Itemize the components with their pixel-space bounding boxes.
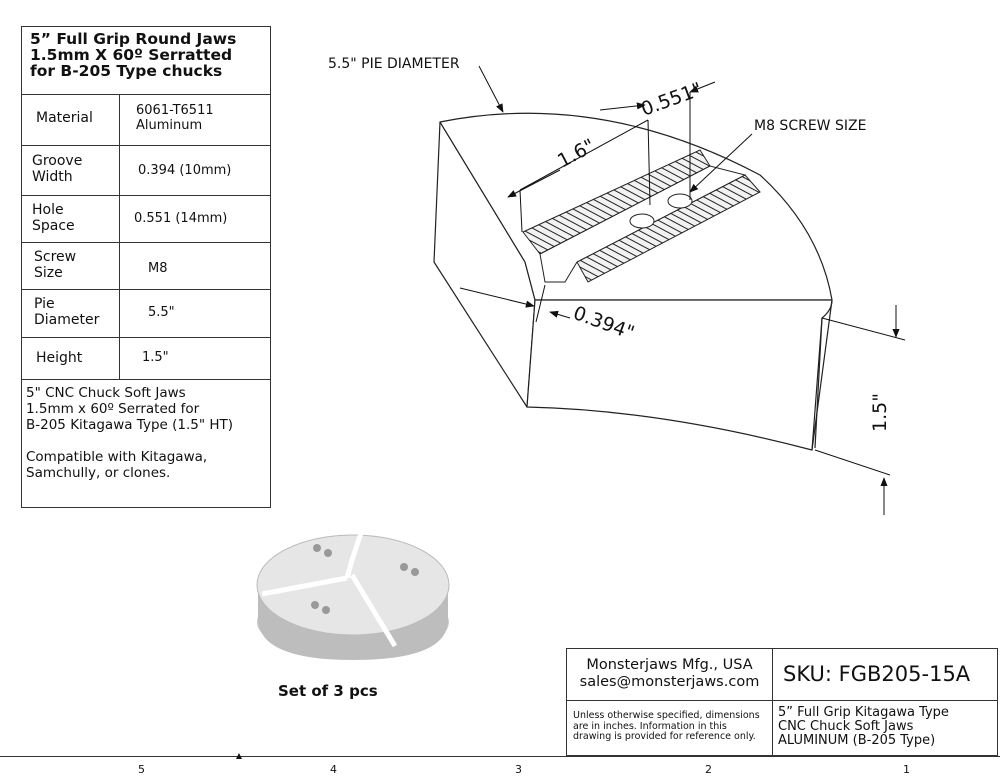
screw-hole — [667, 193, 693, 209]
note-line: are in inches. Information in this — [573, 720, 727, 732]
disclaimer-note: Unless otherwise specified, dimensions a… — [567, 701, 773, 755]
spec-title-line: 5” Full Grip Round Jaws — [30, 30, 237, 48]
zone-label: 5 — [138, 763, 145, 776]
zone-label: 4 — [330, 763, 337, 776]
spec-label: Hole Space — [22, 196, 120, 242]
part-description: 5” Full Grip Kitagawa Type CNC Chuck Sof… — [773, 701, 997, 755]
spec-value: 6061-T6511 Aluminum — [136, 103, 214, 133]
note-line: drawing is provided for reference only. — [573, 731, 756, 742]
spec-title: 5” Full Grip Round Jaws 1.5mm X 60º Serr… — [22, 27, 270, 95]
description-line: 1.5mm x 60º Serrated for — [26, 401, 200, 417]
zone-marker-icon — [236, 753, 242, 759]
part-line: ALUMINUM (B-205 Type) — [778, 733, 936, 748]
spec-row-material: Material 6061-T6511 Aluminum — [22, 95, 270, 146]
description-line: Samchully, or clones. — [26, 465, 171, 481]
spec-title-line: for B-205 Type chucks — [30, 62, 223, 80]
dim-screw-size: M8 SCREW SIZE — [754, 118, 866, 134]
spec-value: 1.5" — [142, 350, 169, 365]
spec-row-pie-diameter: Pie Diameter 5.5" — [22, 290, 270, 338]
zone-strip: 5 4 3 2 1 — [0, 753, 1000, 781]
title-block: Monsterjaws Mfg., USA sales@monsterjaws.… — [566, 648, 998, 756]
description-line: B-205 Kitagawa Type (1.5" HT) — [26, 417, 234, 433]
sku-label: SKU: FGB205-15A — [773, 649, 997, 701]
spec-title-line: 1.5mm X 60º Serratted — [30, 46, 233, 64]
jaw-front-face — [526, 299, 833, 451]
zone-label: 3 — [515, 763, 522, 776]
zone-label: 1 — [903, 763, 910, 776]
spec-value: M8 — [148, 261, 168, 276]
spec-label: Pie Diameter — [22, 290, 120, 337]
spec-row-screw-size: Screw Size M8 — [22, 243, 270, 290]
spec-value: 0.394 (10mm) — [138, 163, 232, 178]
spec-label: Screw Size — [22, 243, 120, 289]
company-name: Monsterjaws Mfg., USA — [586, 657, 753, 673]
jaw-body — [433, 112, 833, 451]
description-line: 5" CNC Chuck Soft Jaws — [26, 385, 186, 401]
zone-label: 2 — [705, 763, 712, 776]
spec-table: 5” Full Grip Round Jaws 1.5mm X 60º Serr… — [21, 26, 271, 508]
spec-row-groove-width: Groove Width 0.394 (10mm) — [22, 146, 270, 196]
spec-value: 0.551 (14mm) — [134, 211, 228, 226]
spec-row-hole-space: Hole Space 0.551 (14mm) — [22, 196, 270, 243]
note-line: Unless otherwise specified, dimensions — [573, 710, 760, 721]
spec-label: Groove Width — [22, 146, 120, 195]
description-line: Compatible with Kitagawa, — [26, 449, 208, 465]
spec-label: Material — [22, 95, 120, 145]
screw-hole — [629, 213, 655, 229]
company-cell: Monsterjaws Mfg., USA sales@monsterjaws.… — [567, 649, 773, 701]
dim-height: 1.5" — [869, 393, 891, 432]
spec-row-height: Height 1.5" — [22, 338, 270, 380]
company-email: sales@monsterjaws.com — [579, 674, 760, 690]
spec-label: Height — [22, 338, 120, 379]
jaw-set-render — [256, 529, 450, 660]
dim-pie-diameter: 5.5" PIE DIAMETER — [328, 56, 460, 72]
part-line: 5” Full Grip Kitagawa Type — [778, 705, 949, 720]
dimension-lines — [459, 65, 906, 515]
spec-value: 5.5" — [148, 305, 175, 320]
dim-hole-space: 0.551" — [638, 78, 705, 120]
set-caption: Set of 3 pcs — [278, 682, 378, 700]
spec-description: 5" CNC Chuck Soft Jaws 1.5mm x 60º Serra… — [22, 380, 270, 481]
part-line: CNC Chuck Soft Jaws — [778, 719, 914, 734]
